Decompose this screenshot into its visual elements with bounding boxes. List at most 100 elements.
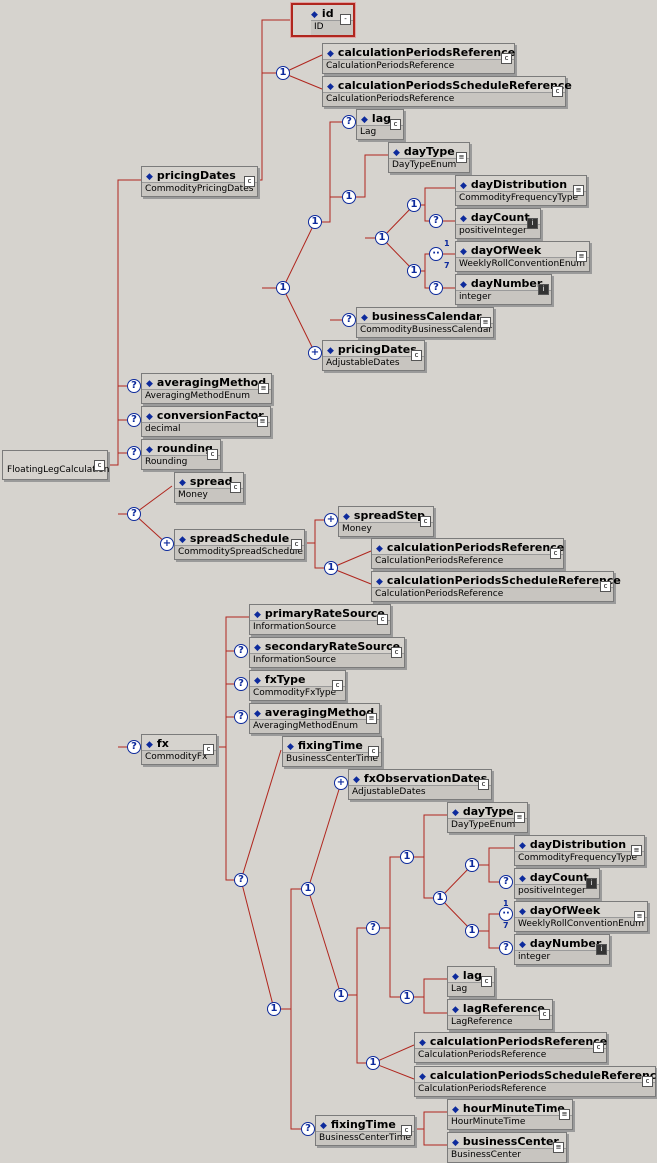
multi-compositor[interactable]: ·· [499,907,513,921]
element-day-type[interactable]: ◆dayType DayTypeEnum ≡ [388,142,470,173]
element-business-calendar[interactable]: ◆businessCalendar CommodityBusinessCalen… [356,307,494,338]
element-averaging-method[interactable]: ◆averagingMethod AveragingMethodEnum ≡ [141,373,272,404]
sequence-compositor[interactable]: 1 [400,850,414,864]
element-name: averagingMethod [156,376,267,389]
element-primary-rate-source[interactable]: ◆primaryRateSource InformationSource c [249,604,391,635]
element-diamond-icon: ◆ [519,874,526,884]
element-spread[interactable]: ◆spread Money c [174,472,244,503]
choice-compositor[interactable]: 1 [375,231,389,245]
element-day-of-week[interactable]: ◆dayOfWeek WeeklyRollConventionEnum ≡ [455,241,590,272]
multi-compositor[interactable]: ·· [429,247,443,261]
element-calculation-periods-reference[interactable]: ◆calculationPeriodsReference Calculation… [371,538,564,569]
choice-compositor[interactable]: 1 [334,988,348,1002]
element-name: spreadSchedule [189,532,290,545]
sequence-compositor[interactable]: 1 [465,858,479,872]
element-name: spread [189,475,233,488]
sequence-compositor[interactable]: 1 [308,215,322,229]
sequence-compositor[interactable]: 1 [324,561,338,575]
element-secondary-rate-source[interactable]: ◆secondaryRateSource InformationSource c [249,637,405,668]
simple-type-icon: ≡ [257,416,268,427]
optional-compositor[interactable]: ? [342,115,356,129]
element-type: CommodityFrequencyType [515,851,644,865]
element-day-number[interactable]: ◆dayNumber integer i [514,934,610,965]
many-compositor[interactable]: + [324,513,338,527]
element-calculation-periods-reference[interactable]: ◆calculationPeriodsReference Calculation… [414,1032,607,1063]
optional-compositor[interactable]: ? [127,379,141,393]
optional-compositor[interactable]: ? [429,281,443,295]
sequence-compositor[interactable]: 1 [342,190,356,204]
element-type: WeeklyRollConventionEnum [515,917,647,931]
element-diamond-icon: ◆ [460,181,467,191]
element-day-count[interactable]: ◆dayCount positiveInteger i [514,868,600,899]
choice-compositor[interactable]: 1 [276,281,290,295]
root-element[interactable]: FloatingLegCalculation c [2,450,109,480]
element-day-distribution[interactable]: ◆dayDistribution CommodityFrequencyType … [514,835,645,866]
element-hour-minute-time[interactable]: ◆hourMinuteTime HourMinuteTime ≡ [447,1099,573,1130]
choice-compositor[interactable]: 1 [433,891,447,905]
element-lag[interactable]: ◆lag Lag c [447,966,495,997]
element-day-type[interactable]: ◆dayType DayTypeEnum ≡ [447,802,528,833]
element-fixing-time[interactable]: ◆fixingTime BusinessCenterTime c [315,1115,415,1146]
optional-compositor[interactable]: ? [127,446,141,460]
element-type: CalculationPeriodsReference [415,1048,606,1062]
element-day-count[interactable]: ◆dayCount positiveInteger i [455,208,541,239]
choice-compositor[interactable]: 1 [400,990,414,1004]
element-id[interactable]: ◆id ID - [291,3,355,37]
element-spread-schedule[interactable]: ◆spreadSchedule CommoditySpreadSchedule … [174,529,305,560]
element-name: lag [462,969,482,982]
element-diamond-icon: ◆ [146,412,153,422]
element-lag[interactable]: ◆lag Lag c [356,109,404,140]
element-fx[interactable]: ◆fx CommodityFx c [141,734,217,765]
optional-compositor[interactable]: ? [429,214,443,228]
sequence-compositor[interactable]: 1 [276,66,290,80]
choice-compositor[interactable]: 1 [366,1056,380,1070]
optional-compositor[interactable]: ? [234,677,248,691]
element-name: spreadStep [353,509,426,522]
optional-compositor[interactable]: ? [499,941,513,955]
optional-compositor[interactable]: ? [342,313,356,327]
simple-type-icon: - [340,14,351,25]
many-compositor[interactable]: + [334,776,348,790]
element-business-center[interactable]: ◆businessCenter BusinessCenter ≡ [447,1132,567,1163]
optional-compositor[interactable]: ? [127,413,141,427]
complex-type-icon: c [401,1125,412,1136]
optional-compositor[interactable]: ? [234,710,248,724]
sequence-compositor[interactable]: 1 [465,924,479,938]
element-day-number[interactable]: ◆dayNumber integer i [455,274,552,305]
sequence-compositor[interactable]: 1 [301,882,315,896]
element-averaging-method[interactable]: ◆averagingMethod AveragingMethodEnum ≡ [249,703,380,734]
element-type: AdjustableDates [323,356,424,370]
choice-compositor[interactable]: 1 [267,1002,281,1016]
element-name: pricingDates [337,343,417,356]
element-fx-observation-dates[interactable]: ◆fxObservationDates AdjustableDates c [348,769,492,800]
sequence-compositor[interactable]: 1 [407,264,421,278]
element-calculation-periods-schedule-reference[interactable]: ◆calculationPeriodsScheduleReference Cal… [414,1066,657,1097]
element-calculation-periods-schedule-reference[interactable]: ◆calculationPeriodsScheduleReference Cal… [371,571,621,602]
optional-compositor[interactable]: ? [127,740,141,754]
element-name: dayNumber [529,937,602,950]
optional-compositor[interactable]: ? [234,644,248,658]
element-rounding[interactable]: ◆rounding Rounding c [141,439,221,470]
optional-compositor[interactable]: ? [127,507,141,521]
optional-compositor[interactable]: ? [234,873,248,887]
element-fx-type[interactable]: ◆fxType CommodityFxType c [249,670,346,701]
sequence-compositor[interactable]: 1 [407,198,421,212]
element-calculation-periods-reference[interactable]: ◆calculationPeriodsReference Calculation… [322,43,515,74]
many-compositor[interactable]: + [308,346,322,360]
element-conversion-factor[interactable]: ◆conversionFactor decimal ≡ [141,406,271,437]
element-day-of-week[interactable]: ◆dayOfWeek WeeklyRollConventionEnum ≡ [514,901,648,932]
optional-compositor[interactable]: ? [499,875,513,889]
element-calculation-periods-schedule-reference[interactable]: ◆calculationPeriodsScheduleReference Cal… [322,76,572,107]
many-compositor[interactable]: + [160,537,174,551]
element-lag-reference[interactable]: ◆lagReference LagReference c [447,999,553,1030]
element-day-distribution[interactable]: ◆dayDistribution CommodityFrequencyType … [455,175,587,206]
element-fixing-time[interactable]: ◆fixingTime BusinessCenterTime c [282,736,382,767]
element-type: BusinessCenter [448,1148,566,1162]
element-spread-step[interactable]: ◆spreadStep Money c [338,506,434,537]
element-diamond-icon: ◆ [311,10,318,20]
optional-compositor[interactable]: ? [301,1122,315,1136]
element-pricing-dates-adjustable[interactable]: ◆pricingDates AdjustableDates c [322,340,425,371]
optional-compositor[interactable]: ? [366,921,380,935]
element-type: BusinessCenterTime [283,752,381,766]
element-pricing-dates[interactable]: ◆pricingDates CommodityPricingDates c [141,166,258,197]
